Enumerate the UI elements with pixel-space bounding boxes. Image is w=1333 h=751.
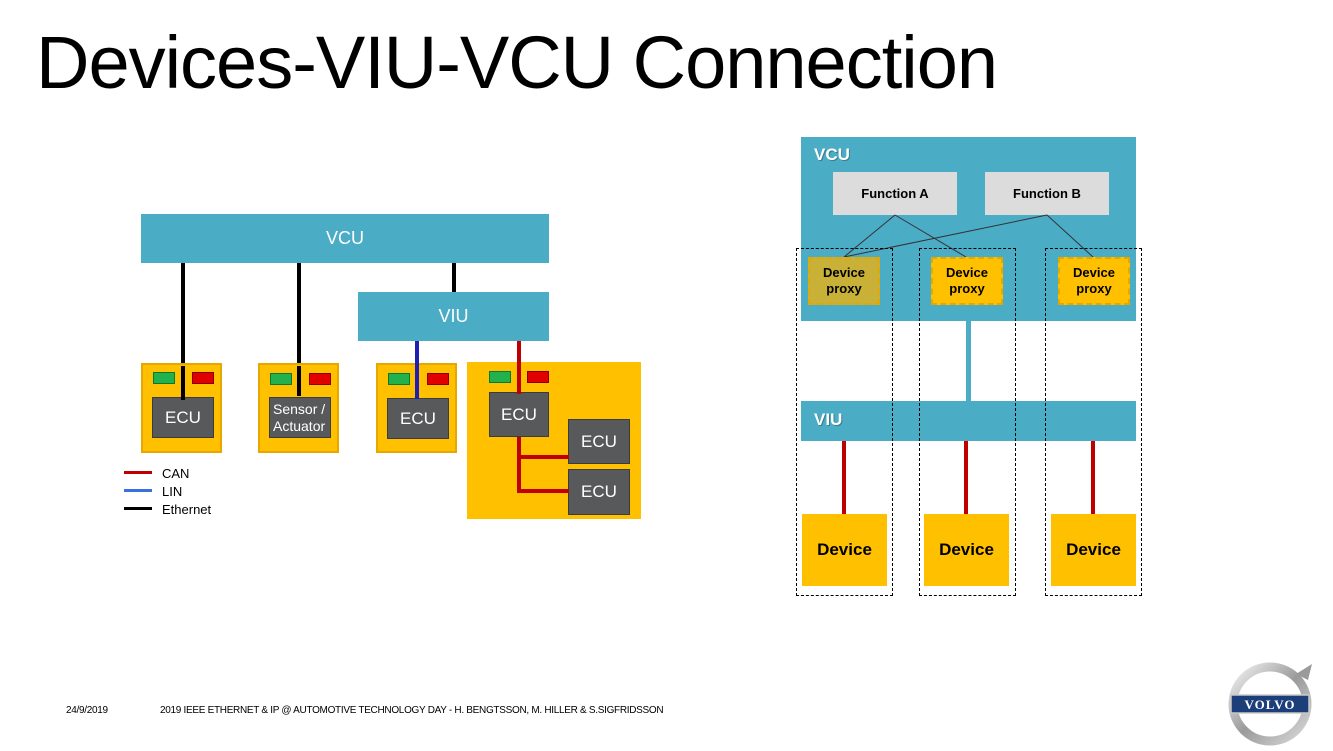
green-led [388,373,410,385]
sensor-box: Sensor / Actuator [258,363,339,453]
sensor-label-1: Sensor / [273,400,326,417]
sensor-label-2: Actuator [273,417,326,434]
ecu-cluster-box: ECU ECU ECU [467,362,641,519]
can-line-sub-2 [517,489,569,493]
left-viu-label: VIU [438,306,469,326]
red-led [192,372,214,384]
legend-can-swatch [124,471,152,474]
can-line-vertical [517,437,521,493]
viu-device-link-3 [1091,441,1095,515]
ethernet-line-1 [181,263,185,366]
volvo-logo-icon: VOLVO [1228,662,1312,746]
legend-ethernet-label: Ethernet [162,502,212,517]
footer-date: 24/9/2019 [66,705,108,716]
left-vcu-label: VCU [325,228,364,248]
device-group-3 [1045,248,1142,596]
ecu-sub-1: ECU [568,419,630,464]
legend-ethernet-swatch [124,507,152,510]
left-vcu-bar: VCU [141,214,549,263]
device-3: Device [1051,514,1136,586]
function-b-label: Function B [1013,186,1081,201]
conn-a-proxy2 [894,214,967,258]
page-title: Devices-VIU-VCU Connection [36,21,998,104]
legend-lin-label: LIN [162,484,183,499]
red-led [309,373,331,385]
ecu-1-label: ECU [165,407,201,427]
lin-line [415,341,419,399]
device-proxy-3: Device proxy [1058,257,1130,305]
right-viu-label: VIU [814,410,843,429]
ethernet-line-2-inner [297,366,301,396]
ecu-sub-2: ECU [568,469,630,515]
proxy-3-line1: Device [1073,265,1115,280]
proxy-2-line2: proxy [949,281,985,296]
ethernet-line-2 [297,263,301,366]
right-viu-bar: VIU [801,401,1136,441]
conn-b-proxy3 [1046,214,1094,258]
legend-lin-swatch [124,489,152,492]
device-2: Device [924,514,1009,586]
function-proxy-connections [843,214,1094,258]
ecu-main-label: ECU [501,404,537,424]
logo-text: VOLVO [1245,697,1296,712]
footer-event: 2019 IEEE ETHERNET & IP @ AUTOMOTIVE TEC… [160,705,664,716]
can-line-sub-1 [517,455,569,459]
red-led [527,371,549,383]
device-group-2 [919,248,1016,596]
proxy-1-line1: Device [823,265,865,280]
green-led [270,373,292,385]
ecu-sub-1-label: ECU [581,431,617,451]
green-led [489,371,511,383]
device-1-label: Device [817,540,872,559]
ethernet-line-1-inner [181,366,185,400]
conn-a-proxy1 [843,214,896,258]
proxy-1-line2: proxy [826,281,862,296]
can-line-viu [517,341,521,394]
function-a-box: Function A [833,172,957,215]
left-viu-bar: VIU [358,292,549,341]
proxy-2-line1: Device [946,265,988,280]
device-3-label: Device [1066,540,1121,559]
right-vcu-label: VCU [814,145,850,164]
device-group-1 [796,248,893,596]
volvo-logo: VOLVO [1228,658,1318,746]
legend-can-label: CAN [162,466,190,481]
device-1: Device [802,514,887,586]
proxy-3-line2: proxy [1076,281,1112,296]
vcu-viu-link [966,321,971,401]
device-proxy-2: Device proxy [931,257,1003,305]
viu-device-link-2 [964,441,968,515]
ecu-box-1: ECU [141,363,222,453]
green-led [153,372,175,384]
conn-b-proxy1 [843,214,1048,258]
ecu-3: ECU [387,398,449,439]
red-led [427,373,449,385]
ecu-1: ECU [152,397,214,438]
device-proxy-1: Device proxy [808,257,880,305]
device-2-label: Device [939,540,994,559]
viu-device-link-1 [842,441,846,515]
sensor-actuator: Sensor / Actuator [269,397,331,438]
function-b-box: Function B [985,172,1109,215]
ecu-main: ECU [489,392,549,437]
ecu-3-label: ECU [400,408,436,428]
ethernet-line-vcu-viu [452,263,456,292]
function-a-label: Function A [861,186,929,201]
ecu-sub-2-label: ECU [581,482,617,501]
